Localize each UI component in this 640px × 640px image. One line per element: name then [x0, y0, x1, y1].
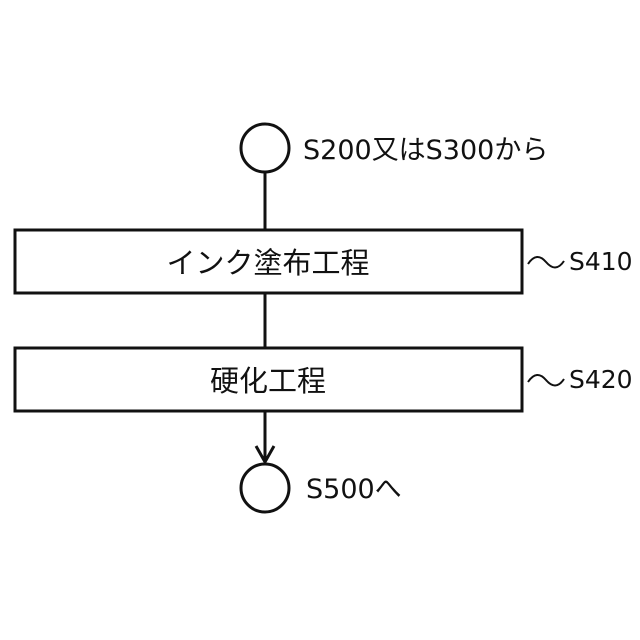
step-id-s420: S420 — [569, 365, 633, 394]
start-connector-label: S200又はS300から — [303, 135, 548, 166]
end-connector-circle — [241, 464, 289, 512]
step-id-s410: S410 — [569, 247, 633, 276]
process-label-s420: 硬化工程 — [210, 364, 326, 398]
start-connector-circle — [241, 124, 289, 172]
process-label-s410: インク塗布工程 — [166, 246, 369, 280]
leader-line-s420 — [528, 375, 564, 386]
end-connector-label: S500へ — [306, 474, 402, 505]
leader-line-s410 — [528, 257, 564, 268]
